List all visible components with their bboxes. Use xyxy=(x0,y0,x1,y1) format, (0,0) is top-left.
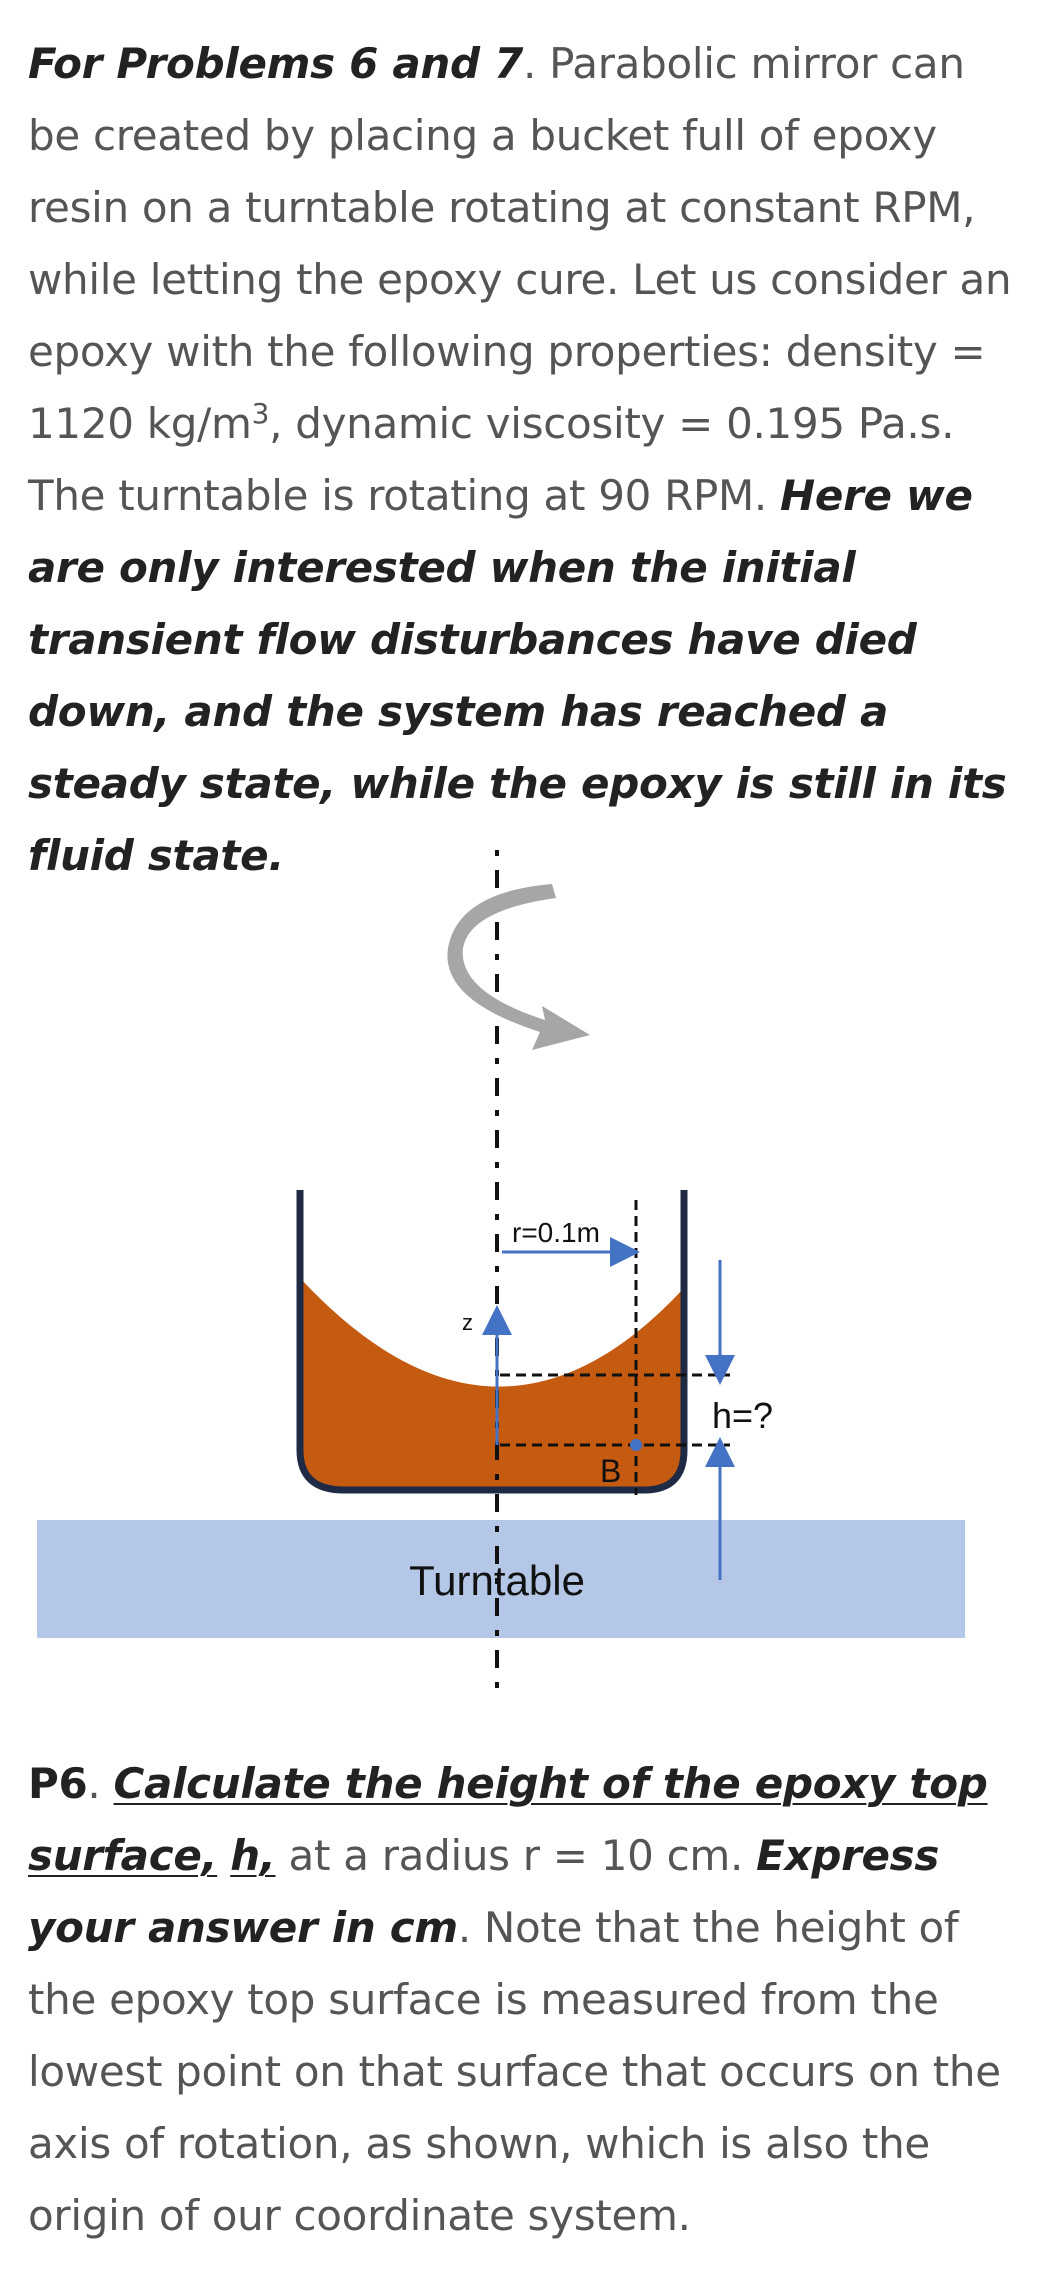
point-b-marker xyxy=(630,1439,642,1451)
units-instruction: Express your answer in cm xyxy=(28,1831,940,1952)
parabolic-mirror-figure: Turntable r=0.1m z B xyxy=(0,840,1050,1710)
measurement-note: . Note that the height of the epoxy top … xyxy=(28,1903,1001,2240)
epoxy-resin xyxy=(300,1278,684,1490)
intro-body: Parabolic mirror can be created by placi… xyxy=(28,39,1012,448)
lead-period: . xyxy=(523,39,537,88)
rotation-arrow-icon xyxy=(447,884,590,1050)
problem-6-dot: . xyxy=(87,1759,114,1808)
problem-6-label: P6 xyxy=(28,1759,88,1808)
steady-state-emphasis: Here we are only interested when the ini… xyxy=(28,471,1007,880)
problems-lead: For Problems 6 and 7 xyxy=(28,39,524,88)
radius-label: r=0.1m xyxy=(512,1217,600,1248)
turntable-platter xyxy=(37,1520,965,1638)
point-b-label: B xyxy=(600,1453,621,1489)
radius-condition: at a radius r = 10 cm. xyxy=(275,1831,757,1880)
z-label: z xyxy=(462,1310,473,1335)
problem-6-paragraph: P6. Calculate the height of the epoxy to… xyxy=(28,1748,1028,2252)
bucket xyxy=(296,1190,688,1494)
density-exponent: 3 xyxy=(251,397,270,430)
h-variable: h, xyxy=(230,1831,276,1880)
h-label: h=? xyxy=(712,1395,773,1436)
task-statement: Calculate the height of the epoxy top su… xyxy=(28,1759,988,1880)
figure-svg: Turntable r=0.1m z B xyxy=(37,850,965,1700)
intro-paragraph: For Problems 6 and 7. Parabolic mirror c… xyxy=(28,28,1028,892)
intro-body-2: , dynamic viscosity = 0.195 Pa.s. The tu… xyxy=(28,399,955,520)
